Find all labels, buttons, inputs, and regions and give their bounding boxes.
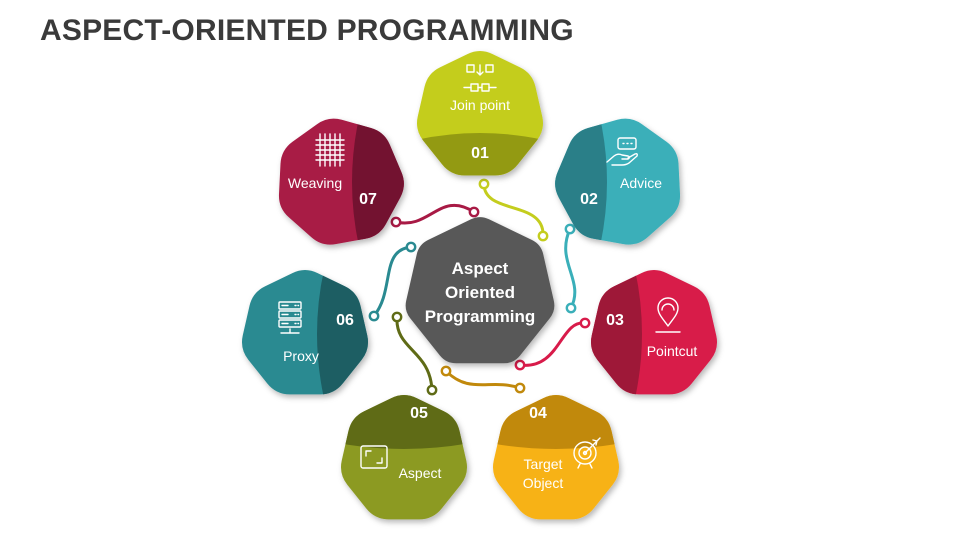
connector-dot: [514, 382, 526, 394]
node-05: Aspect 05: [340, 395, 468, 520]
node-label: Target: [524, 456, 563, 472]
page-title: ASPECT-ORIENTED PROGRAMMING: [40, 14, 574, 47]
connector-dot: [390, 216, 402, 228]
connector-dot: [426, 384, 438, 396]
node-dark-band: [590, 270, 642, 395]
node-dark-band: [555, 118, 607, 245]
node-number: 02: [580, 191, 598, 208]
node-06: Proxy 06: [241, 270, 369, 395]
node-number: 06: [336, 312, 354, 329]
connector-dot: [579, 317, 591, 329]
connectors: [368, 178, 591, 396]
connector-dot: [368, 310, 380, 322]
connector-line: [444, 369, 522, 390]
location-pin-icon: [655, 297, 681, 333]
node-number: 07: [359, 191, 377, 208]
server-icon: [278, 301, 302, 334]
node-label: Advice: [620, 175, 662, 191]
hand-chat-icon: [606, 137, 638, 166]
node-number: 04: [529, 405, 547, 422]
connector-line: [395, 315, 434, 392]
weaving-icon: [315, 133, 345, 167]
connector-dot: [440, 365, 452, 377]
node-label: Weaving: [288, 175, 342, 191]
node-label: Join point: [450, 97, 510, 113]
connector-line: [564, 227, 577, 310]
node-03: Pointcut 03: [590, 270, 718, 395]
node-01: Join point 01: [416, 51, 544, 176]
connector-line: [394, 203, 476, 225]
connector-dot: [478, 178, 490, 190]
center-label-line: Aspect: [452, 259, 509, 278]
center-label-line: Programming: [425, 307, 536, 326]
node-dark-band: [492, 395, 620, 449]
connector-dot: [468, 206, 480, 218]
center-label-line: Oriented: [445, 283, 515, 302]
connector-line: [518, 321, 587, 367]
center-shape: [405, 217, 555, 364]
connector-dot: [405, 241, 417, 253]
connector-dot: [391, 311, 403, 323]
connector-dot: [537, 230, 549, 242]
connector-dot: [565, 302, 577, 314]
node-dark-band: [416, 133, 544, 176]
node-label: Aspect: [399, 465, 442, 481]
node-label: Pointcut: [647, 343, 698, 359]
connector-dot: [514, 359, 526, 371]
aspect-ratio-icon: [360, 445, 388, 469]
node-dark-band: [317, 270, 369, 395]
target-icon: [573, 437, 601, 469]
node-dark-band: [352, 118, 404, 245]
node-02: Advice 02: [555, 118, 681, 245]
node-number: 05: [410, 405, 428, 422]
connector-line: [372, 245, 413, 318]
join-point-icon: [463, 64, 497, 92]
node-dark-band: [340, 395, 468, 449]
node-label: Proxy: [283, 348, 319, 364]
node-number: 03: [606, 312, 624, 329]
connector-line: [482, 182, 545, 238]
node-label: Object: [523, 475, 564, 491]
connector-dot: [564, 223, 576, 235]
node-07: Weaving 07: [278, 118, 404, 245]
node-number: 01: [471, 145, 489, 162]
